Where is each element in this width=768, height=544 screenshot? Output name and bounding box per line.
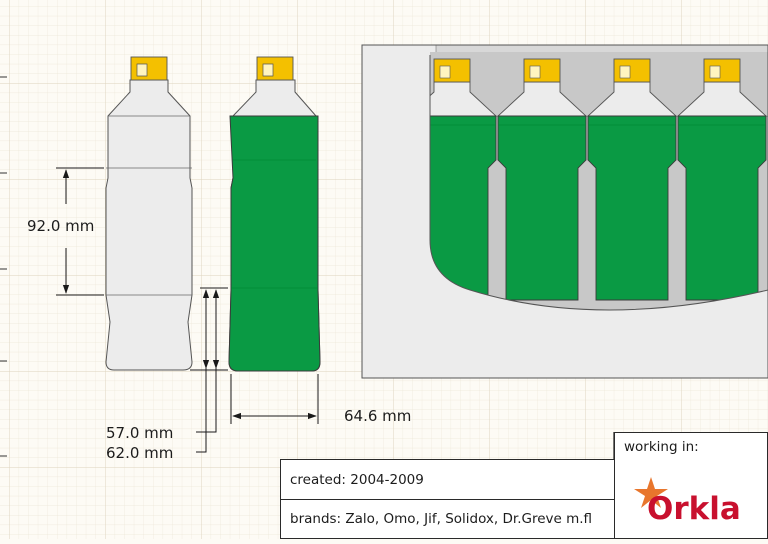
bottle-cap	[613, 58, 651, 83]
dim-height-upper: 92.0 mm	[27, 217, 94, 235]
bottle-cap	[703, 58, 741, 83]
frame-ticks	[0, 76, 7, 457]
bottle-cap	[130, 56, 168, 81]
logo-wordmark: Orkla	[647, 491, 741, 527]
orkla-logo-icon: Orkla	[634, 477, 741, 527]
dim-width: 64.6 mm	[344, 407, 411, 425]
dimension-lines	[56, 167, 319, 453]
company-logo: Orkla	[614, 459, 768, 539]
filled-bottle	[228, 56, 321, 372]
dim-height-lower-inner: 57.0 mm	[106, 424, 173, 442]
bottle-crate	[361, 44, 768, 379]
crate-bottle	[496, 58, 588, 301]
empty-bottle	[105, 56, 193, 371]
bottle-cap	[523, 58, 561, 83]
bottle-cap	[433, 58, 471, 83]
created-field: created: 2004-2009	[280, 459, 615, 500]
dim-height-lower-outer: 62.0 mm	[106, 444, 173, 462]
crate-bottle	[586, 58, 678, 301]
bottle-cap	[256, 56, 294, 81]
working-in-label: working in:	[614, 432, 768, 460]
brands-field: brands: Zalo, Omo, Jif, Solidox, Dr.Grev…	[280, 499, 615, 539]
